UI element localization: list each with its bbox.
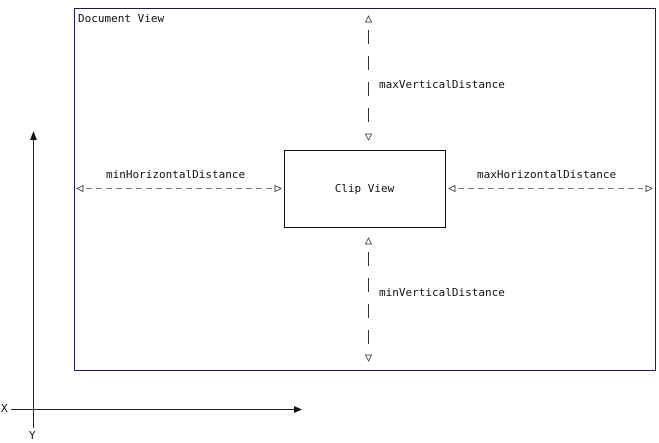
x-axis-arrow-icon [294, 406, 302, 413]
min-horizontal-distance-arrow [76, 184, 282, 193]
coordinate-axes [11, 131, 302, 428]
arrow-left-icon [448, 184, 456, 193]
arrow-right-icon [274, 184, 282, 193]
min-vertical-distance-arrow [364, 237, 373, 362]
y-axis-label: Y [29, 429, 36, 442]
min-vertical-distance-label: minVerticalDistance [379, 286, 505, 299]
max-horizontal-distance-arrow [448, 184, 653, 193]
max-vertical-distance-label: maxVerticalDistance [379, 78, 505, 91]
arrow-up-icon [364, 15, 373, 23]
min-horizontal-distance-label: minHorizontalDistance [106, 168, 246, 181]
arrow-left-icon [76, 184, 84, 193]
arrow-down-icon [364, 133, 373, 141]
max-vertical-distance-arrow [364, 15, 373, 141]
clip-view-rect [284, 150, 446, 228]
arrow-up-icon [364, 237, 373, 245]
arrow-right-icon [645, 184, 653, 193]
x-axis-label: X [1, 402, 8, 415]
max-horizontal-distance-label: maxHorizontalDistance [477, 168, 617, 181]
document-view-label: Document View [78, 12, 165, 25]
y-axis-arrow-icon [30, 131, 37, 140]
clip-view-label: Clip View [334, 182, 395, 195]
arrow-down-icon [364, 354, 373, 362]
document-view-rect [74, 8, 656, 371]
